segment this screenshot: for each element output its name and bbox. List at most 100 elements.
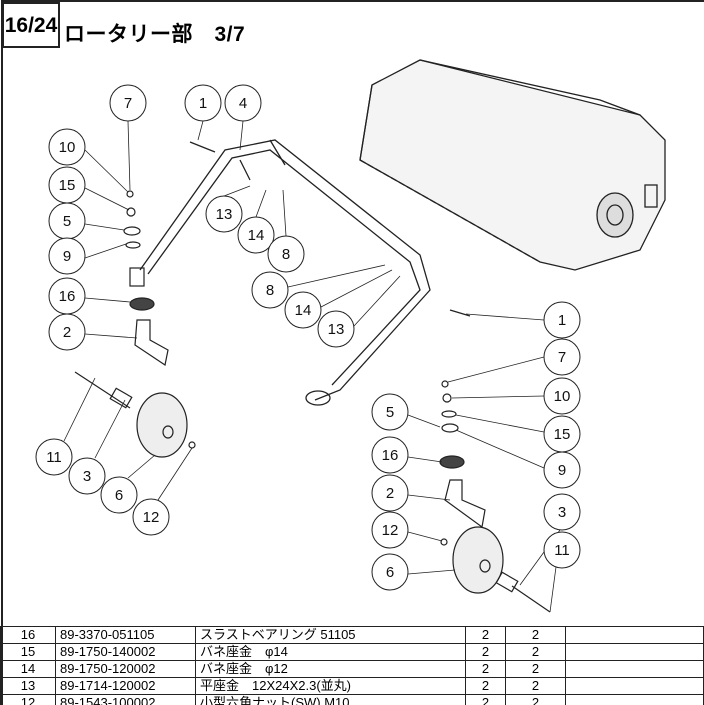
svg-text:3: 3	[558, 504, 566, 521]
svg-text:11: 11	[46, 449, 62, 466]
svg-text:5: 5	[386, 404, 394, 421]
svg-text:8: 8	[266, 282, 274, 299]
part-qty: 2	[465, 694, 506, 705]
part-no: 15	[0, 643, 56, 661]
callout-14: 14	[237, 216, 275, 254]
part-code: 89-1543-100002	[55, 694, 196, 705]
callout-14: 14	[284, 291, 322, 329]
part-name: スラストベアリング 51105	[195, 626, 466, 644]
svg-text:6: 6	[386, 564, 394, 581]
rotor-housing	[359, 59, 666, 271]
svg-text:5: 5	[63, 213, 71, 230]
svg-text:15: 15	[59, 177, 76, 194]
callout-12: 12	[371, 511, 409, 549]
leader-lines	[63, 120, 561, 613]
callout-bubbles: 7 1 4 10 15 5 9 16 2 13 14 8 8 14 13 1 7…	[35, 84, 581, 591]
svg-text:1: 1	[199, 95, 207, 112]
callout-5: 5	[371, 393, 409, 431]
svg-text:12: 12	[143, 509, 160, 526]
page-number: 16/24	[2, 2, 60, 48]
callout-16: 16	[48, 277, 86, 315]
callout-12: 12	[132, 498, 170, 536]
part-qty: 2	[465, 643, 506, 661]
part-no: 14	[0, 660, 56, 678]
svg-text:15: 15	[554, 426, 571, 443]
page-title: ロータリー部 3/7	[64, 23, 246, 46]
svg-text:9: 9	[558, 462, 566, 479]
callout-2: 2	[48, 313, 86, 351]
svg-text:7: 7	[124, 95, 132, 112]
part-code: 89-1714-120002	[55, 677, 196, 695]
part-name: 平座金 12X24X2.3(並丸)	[195, 677, 466, 695]
svg-text:7: 7	[558, 349, 566, 366]
svg-text:3: 3	[83, 468, 91, 485]
callout-10: 10	[48, 128, 86, 166]
svg-text:12: 12	[382, 522, 399, 539]
part-qty-total: 2	[505, 677, 566, 695]
part-qty-total: 2	[505, 643, 566, 661]
part-name: バネ座金 φ14	[195, 643, 466, 661]
svg-text:2: 2	[63, 324, 71, 341]
svg-text:14: 14	[248, 227, 265, 244]
callout-7: 7	[543, 338, 581, 376]
callout-3: 3	[543, 493, 581, 531]
part-code: 89-1750-120002	[55, 660, 196, 678]
part-qty: 2	[465, 660, 506, 678]
callout-8: 8	[267, 235, 305, 273]
callout-7: 7	[109, 84, 147, 122]
part-remarks	[565, 643, 704, 661]
svg-text:16: 16	[382, 447, 399, 464]
callout-5: 5	[48, 202, 86, 240]
callout-13: 13	[317, 310, 355, 348]
part-name: 小型六角ナット(SW) M10	[195, 694, 466, 705]
part-qty: 2	[465, 677, 506, 695]
part-remarks	[565, 626, 704, 644]
svg-text:11: 11	[554, 542, 570, 559]
handle-frame	[139, 139, 471, 406]
svg-text:9: 9	[63, 248, 71, 265]
callout-6: 6	[371, 553, 409, 591]
callout-4: 4	[224, 84, 262, 122]
part-name: バネ座金 φ12	[195, 660, 466, 678]
callout-15: 15	[543, 415, 581, 453]
part-no: 13	[0, 677, 56, 695]
callout-3: 3	[68, 457, 106, 495]
part-qty-total: 2	[505, 660, 566, 678]
svg-text:1: 1	[558, 312, 566, 329]
part-qty-total: 2	[505, 626, 566, 644]
svg-text:10: 10	[554, 388, 571, 405]
callout-6: 6	[100, 476, 138, 514]
callout-15: 15	[48, 166, 86, 204]
exploded-view-drawing: 7 1 4 10 15 5 9 16 2 13 14 8 8 14 13 1 7…	[35, 59, 666, 613]
svg-text:6: 6	[115, 487, 123, 504]
part-remarks	[565, 677, 704, 695]
part-remarks	[565, 660, 704, 678]
callout-11: 11	[543, 531, 581, 569]
callout-9: 9	[543, 451, 581, 489]
caster-parts-left	[74, 190, 196, 458]
callout-9: 9	[48, 237, 86, 275]
svg-text:13: 13	[328, 321, 345, 338]
part-no: 12	[0, 694, 56, 705]
part-qty: 2	[465, 626, 506, 644]
svg-text:2: 2	[386, 485, 394, 502]
svg-text:14: 14	[295, 302, 312, 319]
caster-parts-right	[439, 380, 551, 613]
part-no: 16	[0, 626, 56, 644]
svg-text:8: 8	[282, 246, 290, 263]
callout-1: 1	[184, 84, 222, 122]
svg-text:10: 10	[59, 139, 76, 156]
callout-11: 11	[35, 438, 73, 476]
callout-8: 8	[251, 271, 289, 309]
svg-text:4: 4	[239, 95, 247, 112]
svg-text:13: 13	[216, 206, 233, 223]
part-code: 89-1750-140002	[55, 643, 196, 661]
callout-16: 16	[371, 436, 409, 474]
callout-13: 13	[205, 195, 243, 233]
